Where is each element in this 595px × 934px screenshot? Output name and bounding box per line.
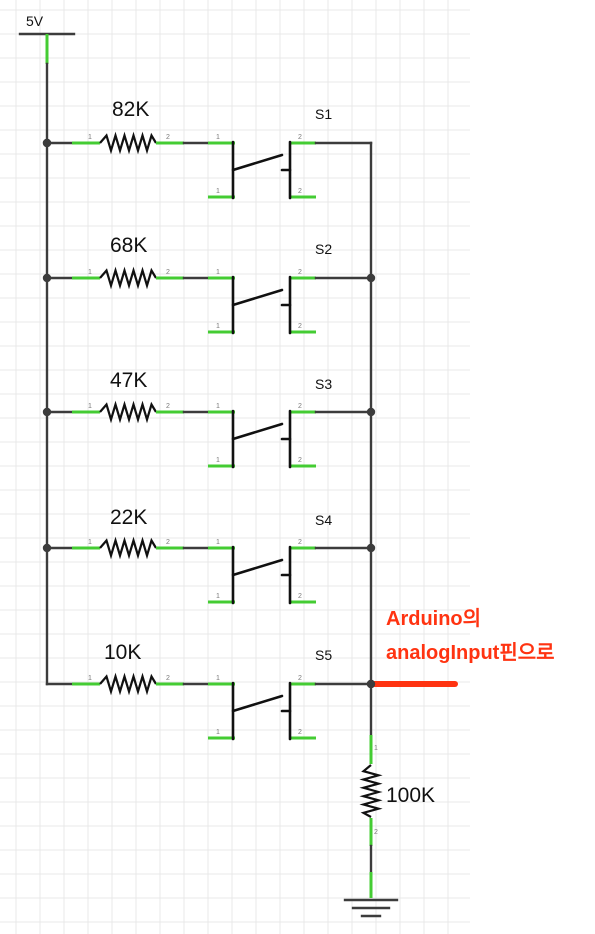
resistor-zigzag — [99, 400, 157, 424]
switch-label-s2: S2 — [315, 241, 332, 257]
junction-dot — [366, 543, 376, 553]
switch-actuator — [231, 153, 284, 172]
switch-actuator — [231, 558, 284, 577]
resistor-zigzag — [99, 131, 157, 155]
pin-number: 1 — [216, 593, 220, 600]
pin-number: 2 — [298, 539, 302, 546]
switch-label-s5: S5 — [315, 647, 332, 663]
resistor-label-r2: 68K — [110, 234, 147, 257]
resistor-label-r4: 22K — [110, 506, 147, 529]
pin-number: 2 — [166, 403, 170, 410]
supply-label: 5V — [26, 13, 44, 29]
annotation-line2: analogInput핀으로 — [386, 641, 555, 664]
pin-number: 1 — [88, 403, 92, 410]
pin-number: 1 — [216, 729, 220, 736]
pulldown-zigzag — [359, 764, 383, 818]
junction-dot — [42, 543, 52, 553]
pin-number: 2 — [298, 457, 302, 464]
pin-number: 2 — [166, 134, 170, 141]
switch-actuator — [231, 694, 284, 713]
resistor-zigzag — [99, 536, 157, 560]
pulldown-resistor-label: 100K — [386, 784, 435, 807]
junction-dot — [366, 679, 376, 689]
pin-number: 1 — [216, 403, 220, 410]
resistor-label-r3: 47K — [110, 369, 147, 392]
switch-label-s1: S1 — [315, 106, 332, 122]
pin-number: 1 — [216, 675, 220, 682]
pin-number: 2 — [298, 188, 302, 195]
pin-number: 1 — [216, 188, 220, 195]
circuit: 1 2 1 1 2 2 1 2 1 1 2 2 1 2 1 1 2 2 1 2 1 1 2 2 1 2 1 1 2 2 1 2 — [18, 32, 458, 918]
pin-number: 1 — [374, 745, 378, 752]
switch-label-s3: S3 — [315, 376, 332, 392]
junction-dot — [366, 273, 376, 283]
resistor-zigzag — [99, 672, 157, 696]
pin-number: 2 — [298, 675, 302, 682]
pin-number: 1 — [88, 539, 92, 546]
pin-number: 2 — [166, 269, 170, 276]
pin-number: 2 — [298, 403, 302, 410]
pin-number: 2 — [298, 593, 302, 600]
junction-dot — [366, 407, 376, 417]
resistor-label-r1: 82K — [112, 98, 149, 121]
pin-number: 2 — [298, 269, 302, 276]
junction-dot — [42, 273, 52, 283]
junction-dot — [42, 138, 52, 148]
junction-dot — [42, 407, 52, 417]
pin-number: 1 — [88, 134, 92, 141]
pin-number: 1 — [88, 269, 92, 276]
pin-number: 2 — [298, 729, 302, 736]
switch-label-s4: S4 — [315, 512, 332, 528]
pin-number: 1 — [216, 269, 220, 276]
pin-number: 2 — [166, 539, 170, 546]
resistor-zigzag — [99, 266, 157, 290]
component-labels: 5V 82K 68K 47K 22K 10K S1 S2 S3 S4 S5 10… — [26, 13, 555, 807]
pin-number: 1 — [216, 539, 220, 546]
switch-actuator — [231, 288, 284, 307]
pin-number: 2 — [298, 134, 302, 141]
switch-actuator — [231, 422, 284, 441]
pin-number: 1 — [216, 323, 220, 330]
pin-number: 2 — [166, 675, 170, 682]
pin-number: 1 — [88, 675, 92, 682]
pin-number: 2 — [298, 323, 302, 330]
annotation-line1: Arduino의 — [386, 607, 481, 630]
pin-number: 1 — [216, 457, 220, 464]
pin-number: 1 — [216, 134, 220, 141]
resistor-label-r5: 10K — [104, 641, 141, 664]
pin-number: 2 — [374, 829, 378, 836]
